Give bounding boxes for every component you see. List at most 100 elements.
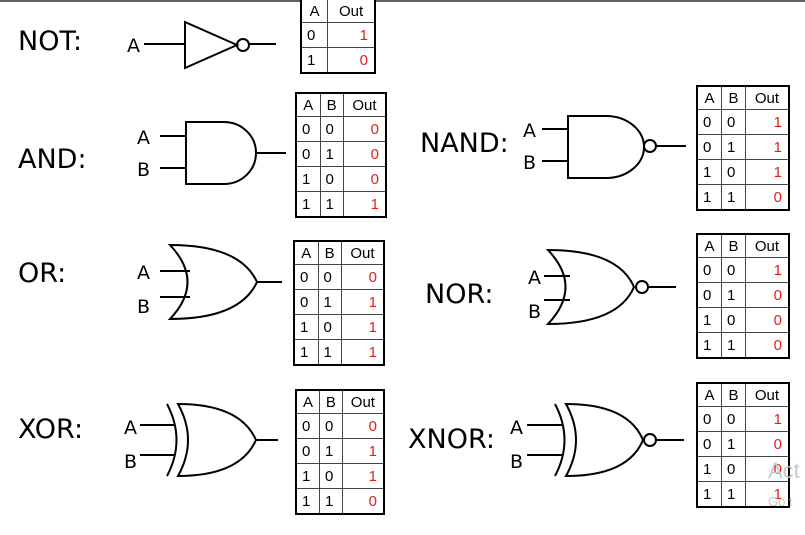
truth-table-input-cell: 0 bbox=[696, 257, 723, 283]
truth-table-input-cell: 1 bbox=[293, 314, 319, 340]
truth-table-input-cell: 1 bbox=[319, 141, 344, 167]
truth-table-output-cell: 1 bbox=[744, 109, 790, 135]
nand-input-a: A bbox=[523, 120, 536, 142]
truth-table-output-cell: 1 bbox=[340, 314, 385, 340]
xnor-label: XNOR: bbox=[408, 424, 495, 455]
xnor-gate-symbol bbox=[527, 402, 684, 478]
or-input-a: A bbox=[137, 262, 150, 284]
truth-table-output-cell: 1 bbox=[744, 406, 790, 432]
not-input-a: A bbox=[127, 35, 140, 57]
truth-table-input-cell: 1 bbox=[319, 191, 344, 218]
xnor-input-a: A bbox=[510, 417, 523, 439]
truth-table-input-cell: 1 bbox=[721, 282, 746, 308]
not-gate-symbol bbox=[144, 20, 276, 70]
activation-watermark-subtext: Go t bbox=[768, 494, 793, 509]
truth-table-input-cell: 1 bbox=[317, 289, 342, 315]
truth-table-output-cell: 0 bbox=[341, 488, 385, 515]
truth-table-input-cell: 1 bbox=[721, 332, 746, 359]
truth-table-output-cell: 1 bbox=[744, 159, 790, 185]
truth-table-input-cell: 0 bbox=[696, 406, 723, 432]
truth-table-header-cell: Out bbox=[744, 85, 790, 110]
truth-table-input-cell: 0 bbox=[721, 159, 746, 185]
truth-table-output-cell: 1 bbox=[744, 481, 790, 508]
truth-table-output-cell: 1 bbox=[340, 339, 385, 366]
truth-table-input-cell: 0 bbox=[696, 282, 723, 308]
truth-table-output-cell: 0 bbox=[744, 184, 790, 211]
truth-table-input-cell: 1 bbox=[721, 481, 746, 508]
truth-table-input-cell: 1 bbox=[696, 456, 723, 482]
truth-table-input-cell: 1 bbox=[721, 134, 746, 160]
truth-table-input-cell: 1 bbox=[696, 307, 723, 333]
truth-table-header-cell: Out bbox=[744, 233, 790, 258]
truth-table-input-cell: 0 bbox=[318, 463, 343, 489]
nor-input-b: B bbox=[528, 301, 541, 323]
window-top-border bbox=[0, 0, 805, 2]
truth-table-output-cell: 0 bbox=[744, 456, 790, 482]
truth-table-header-cell: A bbox=[696, 233, 723, 258]
truth-table-input-cell: 0 bbox=[295, 438, 320, 464]
truth-table-input-cell: 0 bbox=[721, 257, 746, 283]
truth-table-input-cell: 1 bbox=[696, 481, 723, 508]
truth-table-output-cell: 0 bbox=[340, 264, 385, 290]
truth-table-header-cell: Out bbox=[342, 92, 387, 117]
nand-label: NAND: bbox=[420, 128, 509, 159]
and-input-b: B bbox=[137, 159, 150, 181]
truth-table-header-cell: Out bbox=[341, 389, 385, 414]
truth-table-header-cell: B bbox=[721, 85, 746, 110]
truth-table-header-cell: A bbox=[696, 85, 723, 110]
truth-table-header-cell: A bbox=[295, 389, 320, 414]
nand-gate-symbol bbox=[542, 115, 686, 179]
truth-table-output-cell: 1 bbox=[340, 289, 385, 315]
and-label: AND: bbox=[18, 144, 87, 175]
truth-table-output-cell: 0 bbox=[342, 116, 387, 142]
truth-table-output-cell: 0 bbox=[327, 47, 376, 74]
truth-table-input-cell: 1 bbox=[318, 438, 343, 464]
truth-table-input-cell: 1 bbox=[295, 463, 320, 489]
truth-table-input-cell: 0 bbox=[696, 109, 723, 135]
truth-table-input-cell: 0 bbox=[721, 456, 746, 482]
truth-table-input-cell: 0 bbox=[721, 307, 746, 333]
truth-table-input-cell: 0 bbox=[319, 166, 344, 192]
xor-input-a: A bbox=[124, 417, 137, 439]
truth-table-input-cell: 0 bbox=[317, 264, 342, 290]
truth-table-output-cell: 0 bbox=[342, 166, 387, 192]
xor-gate-symbol bbox=[140, 402, 278, 478]
truth-table-input-cell: 0 bbox=[721, 406, 746, 432]
truth-table-header-cell: B bbox=[318, 389, 343, 414]
or-input-b: B bbox=[137, 296, 150, 318]
truth-table-input-cell: 1 bbox=[696, 184, 723, 211]
truth-table-output-cell: 0 bbox=[342, 141, 387, 167]
truth-table-output-cell: 0 bbox=[341, 413, 385, 439]
xnor-input-b: B bbox=[510, 451, 523, 473]
truth-table-header-cell: A bbox=[300, 0, 329, 23]
and-input-a: A bbox=[137, 127, 150, 149]
truth-table-header-cell: Out bbox=[744, 382, 790, 407]
nor-input-a: A bbox=[528, 267, 541, 289]
nand-input-b: B bbox=[523, 152, 536, 174]
nor-gate-symbol bbox=[544, 248, 676, 326]
